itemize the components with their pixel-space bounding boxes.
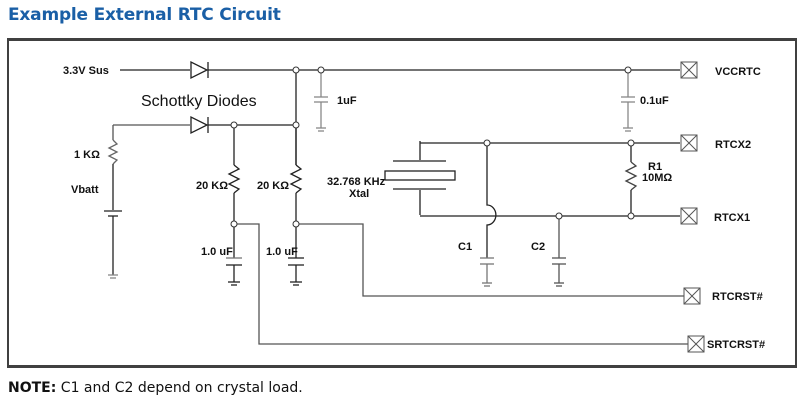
ground-icon [228, 281, 240, 286]
label-c1: C1 [458, 241, 472, 253]
junction-dot [555, 212, 563, 220]
junction-dot [292, 66, 300, 74]
junction-dot [230, 121, 238, 129]
wire-srtcrst [234, 223, 688, 345]
label-cap-1-0uf-b: 1.0 uF [266, 246, 298, 258]
label-pin-vccrtc: VCCRTC [715, 66, 761, 78]
wire-rtcrst [296, 223, 688, 297]
label-r1: R1 [648, 161, 662, 173]
label-vbatt: Vbatt [71, 184, 99, 196]
label-c2: C2 [531, 241, 545, 253]
capacitor-c1 [480, 257, 494, 287]
label-r1-value: 10MΩ [642, 172, 672, 184]
label-pin-rtcrst: RTCRST# [712, 291, 763, 303]
note-text: C1 and C2 depend on crystal load. [56, 380, 303, 396]
schematic-frame [7, 38, 797, 368]
pin-srtcrst-icon [687, 335, 705, 353]
pin-vccrtc-icon [680, 61, 698, 79]
label-pin-rtcx1: RTCX1 [714, 212, 750, 224]
resistor-20k-b [289, 164, 303, 194]
label-cap-1uf: 1uF [337, 95, 357, 107]
label-schottky-diodes: Schottky Diodes [141, 93, 257, 110]
junction-dot [292, 121, 300, 129]
junction-dot [292, 220, 300, 228]
junction-dot [317, 66, 325, 74]
pin-rtcx1-icon [680, 207, 698, 225]
note-prefix: NOTE: [8, 380, 57, 396]
pin-rtcx2-icon [680, 134, 698, 152]
schottky-diode-2 [190, 115, 209, 135]
label-cap-0-1uf: 0.1uF [640, 95, 669, 107]
wire-c1 [486, 143, 497, 258]
capacitor-c2 [552, 216, 566, 287]
footnote: NOTE: C1 and C2 depend on crystal load. [8, 380, 303, 396]
label-xtal-freq: 32.768 KHz [327, 176, 386, 188]
pin-rtcrst-icon [683, 287, 701, 305]
label-pin-srtcrst: SRTCRST# [707, 339, 765, 351]
junction-dot [483, 139, 491, 147]
ground-icon [290, 281, 302, 286]
resistor-r1 [624, 161, 638, 191]
battery-icon [104, 210, 122, 217]
label-r-1k: 1 KΩ [74, 149, 100, 161]
junction-dot [627, 139, 635, 147]
crystal-icon [384, 170, 456, 181]
label-cap-1-0uf-a: 1.0 uF [201, 246, 233, 258]
resistor-20k-a [227, 164, 241, 194]
capacitor-0-1uf [621, 70, 635, 132]
capacitor-1uf [314, 70, 328, 132]
junction-dot [230, 220, 238, 228]
label-3v3-sus: 3.3V Sus [63, 65, 109, 77]
label-r20k-a: 20 KΩ [196, 180, 228, 192]
schottky-diode-1 [190, 60, 209, 80]
junction-dot [624, 66, 632, 74]
ground-icon [108, 274, 118, 279]
junction-dot [627, 212, 635, 220]
page-title: Example External RTC Circuit [8, 5, 281, 25]
label-r20k-b: 20 KΩ [257, 180, 289, 192]
resistor-1k [107, 139, 119, 165]
label-xtal: Xtal [349, 188, 369, 200]
label-pin-rtcx2: RTCX2 [715, 139, 751, 151]
